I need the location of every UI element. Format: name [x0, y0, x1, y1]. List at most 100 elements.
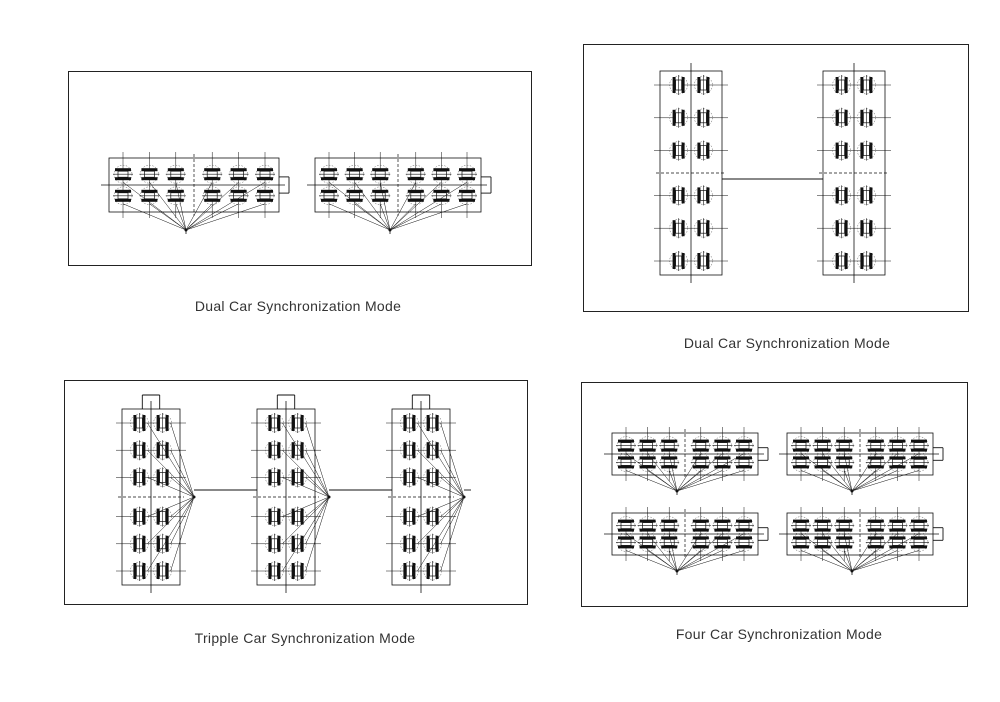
motor-module — [265, 440, 284, 461]
panel-dual-vertical — [583, 44, 969, 312]
motor-module — [857, 218, 876, 239]
fanout-wire — [843, 453, 853, 492]
fanout-wire — [647, 533, 678, 572]
motor-right-bar — [165, 442, 169, 459]
motor-bottom-bar — [115, 177, 131, 181]
motor-bottom-bar — [230, 198, 247, 202]
fanout-wire — [122, 203, 187, 231]
fanout-wire — [676, 453, 745, 492]
motor-left-bar — [860, 77, 864, 93]
fanout-wire — [282, 496, 330, 544]
hub-node — [327, 495, 331, 499]
motor-module — [616, 436, 636, 455]
motor-bottom-bar — [372, 198, 389, 202]
fanout-wire — [676, 550, 745, 572]
motor-module — [255, 186, 275, 206]
motor-top-bar — [321, 189, 337, 193]
motor-module — [113, 164, 133, 184]
motor-right-bar — [435, 415, 439, 431]
motor-top-bar — [911, 439, 927, 443]
motor-bottom-bar — [257, 198, 273, 202]
motor-bottom-bar — [814, 448, 831, 452]
motor-module — [909, 533, 929, 552]
motor-top-bar — [639, 536, 656, 540]
fanout-wire — [389, 203, 416, 231]
fanout-wire — [843, 470, 853, 492]
fanout-wire — [647, 470, 678, 492]
motor-bottom-bar — [911, 545, 927, 549]
fanout-wire — [149, 203, 187, 231]
fanout-wire — [676, 533, 723, 572]
motor-top-bar — [459, 189, 475, 193]
motor-right-bar — [142, 469, 146, 486]
motor-module — [423, 440, 442, 461]
motor-left-bar — [835, 220, 839, 237]
motor-left-bar — [156, 508, 160, 525]
motor-top-bar — [230, 189, 247, 193]
motor-bottom-bar — [639, 528, 656, 532]
motor-top-bar — [889, 536, 906, 540]
fanout-wire — [170, 422, 195, 498]
motor-top-bar — [618, 519, 634, 523]
motor-bottom-bar — [692, 448, 709, 452]
fanout-wire — [647, 453, 678, 492]
motor-right-bar — [300, 508, 304, 525]
motor-module — [265, 467, 284, 488]
motor-bottom-bar — [836, 545, 853, 549]
motor-module — [791, 436, 811, 455]
caption-dual-vertical: Dual Car Synchronization Mode — [683, 335, 891, 351]
motor-top-bar — [257, 189, 273, 193]
motor-right-bar — [142, 508, 146, 525]
motor-left-bar — [672, 253, 676, 269]
motor-right-bar — [412, 469, 416, 486]
motor-module — [202, 186, 223, 206]
motor-right-bar — [869, 109, 873, 126]
motor-top-bar — [204, 168, 221, 172]
motor-bottom-bar — [714, 465, 731, 469]
motor-module — [431, 164, 452, 184]
motor-module — [832, 140, 851, 161]
fanout-wire — [851, 533, 877, 572]
fanout-wire — [676, 470, 723, 492]
motor-left-bar — [835, 109, 839, 126]
motor-bottom-bar — [661, 465, 678, 469]
motor-top-bar — [793, 519, 809, 523]
diagram-dual-horizontal — [101, 152, 492, 234]
fanout-wire — [122, 182, 187, 231]
motor-bottom-bar — [692, 465, 709, 469]
motor-module — [734, 516, 754, 535]
motor-module — [659, 516, 680, 535]
fanout-wire — [175, 203, 187, 231]
motor-module — [139, 186, 160, 206]
motor-module — [423, 413, 442, 433]
motor-right-bar — [142, 535, 146, 552]
motor-module — [865, 533, 886, 552]
motor-module — [712, 516, 733, 535]
motor-bottom-bar — [814, 545, 831, 549]
motor-right-bar — [412, 415, 416, 431]
motor-left-bar — [426, 535, 430, 552]
fanout-wire — [305, 422, 330, 498]
motor-bottom-bar — [911, 448, 927, 452]
motor-top-bar — [661, 456, 678, 460]
motor-top-bar — [204, 189, 221, 193]
motor-bottom-bar — [372, 177, 389, 181]
motor-right-bar — [435, 508, 439, 525]
motor-module — [659, 436, 680, 455]
fanout-wire — [440, 496, 465, 544]
motor-module — [130, 561, 149, 581]
caption-dual-horizontal: Dual Car Synchronization Mode — [194, 298, 402, 314]
motor-top-bar — [736, 456, 752, 460]
motor-bottom-bar — [736, 448, 752, 452]
motor-left-bar — [860, 109, 864, 126]
motor-right-bar — [277, 442, 281, 459]
fanout-wire — [147, 477, 195, 498]
motor-bottom-bar — [459, 198, 475, 202]
motor-left-bar — [697, 187, 701, 204]
motor-module — [400, 440, 419, 461]
diagram-triple-vertical — [116, 394, 471, 593]
motor-top-bar — [714, 519, 731, 523]
motor-module — [694, 185, 713, 206]
motor-bottom-bar — [889, 528, 906, 532]
motor-right-bar — [706, 220, 710, 237]
